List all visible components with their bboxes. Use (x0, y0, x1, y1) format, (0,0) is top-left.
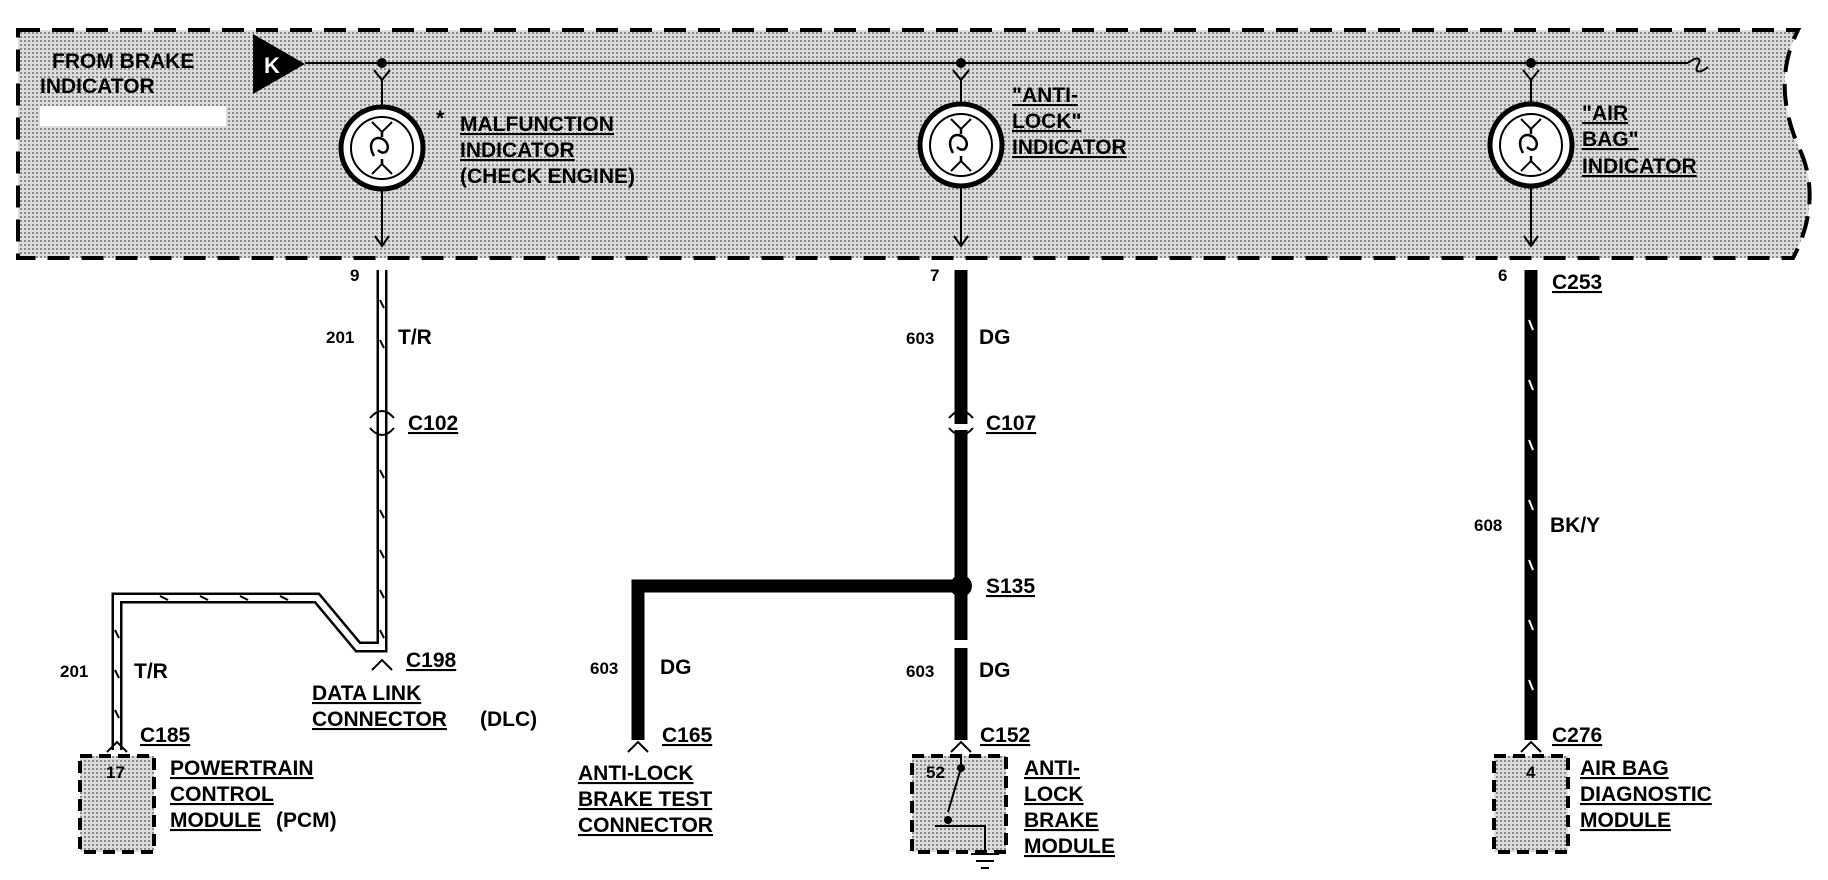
anti-lock-indicator-lamp (917, 58, 1005, 248)
wire-603-lower-color: DG (979, 659, 1011, 682)
c165-label: C165 (662, 724, 713, 747)
airbag-label-line2: DIAGNOSTIC (1580, 783, 1712, 806)
source-label-line2: INDICATOR (40, 75, 155, 98)
malfunction-asterisk: * (436, 107, 445, 130)
abs-module-label-line3: BRAKE (1024, 809, 1099, 832)
abs-module-label-line4: MODULE (1024, 835, 1115, 858)
malfunction-label-line3: (CHECK ENGINE) (460, 165, 635, 188)
label-blank-box (40, 106, 226, 126)
c152-connector-icon (950, 740, 972, 753)
instrument-cluster-box (16, 28, 1812, 260)
s135-label: S135 (986, 575, 1035, 598)
airbag-label-line1: AIR BAG (1580, 757, 1669, 780)
wire-603-upper-color: DG (979, 326, 1011, 349)
wire-201-upper-color: T/R (398, 326, 432, 349)
pcm-pin: 17 (106, 763, 125, 782)
malfunction-label-line2: INDICATOR (460, 139, 575, 162)
abs-module-label-line1: ANTI- (1024, 757, 1080, 780)
dlc-label-suffix: (DLC) (480, 708, 537, 731)
ground-icon (971, 840, 999, 869)
wire-603-upper-circuit: 603 (906, 329, 934, 348)
c198-connector-icon (371, 658, 393, 671)
air-bag-indicator-lamp (1487, 58, 1575, 248)
wire-201-lower-circuit: 201 (60, 662, 88, 681)
dlc-label-line1: DATA LINK (312, 682, 421, 705)
air-bag-label-line2: BAG" (1582, 128, 1639, 151)
source-letter: K (264, 53, 280, 78)
air-bag-pin: 6 (1498, 266, 1507, 285)
wire-608-bky (1524, 270, 1538, 740)
abs-test-label-line1: ANTI-LOCK (578, 762, 693, 785)
c107-label: C107 (986, 412, 1036, 435)
abs-test-label-line3: CONNECTOR (578, 814, 713, 837)
wire-608-color: BK/Y (1550, 514, 1600, 537)
abs-module-switch (935, 756, 986, 840)
c185-label: C185 (140, 724, 191, 747)
wire-608-circuit: 608 (1474, 516, 1502, 535)
c165-connector-icon (627, 740, 649, 753)
malfunction-indicator-lamp (338, 58, 426, 248)
abs-module-pin: 52 (926, 763, 945, 782)
pcm-label-line1: POWERTRAIN (170, 757, 314, 780)
air-bag-label-line1: "AIR (1582, 102, 1628, 125)
anti-lock-label-line2: LOCK" (1012, 110, 1081, 133)
pcm-label-line3: MODULE (170, 809, 261, 832)
c253-label: C253 (1552, 271, 1602, 294)
malfunction-pin: 9 (350, 266, 359, 285)
c152-label: C152 (980, 724, 1030, 747)
abs-module-label-line2: LOCK (1024, 783, 1084, 806)
anti-lock-pin: 7 (930, 266, 939, 285)
c276-label: C276 (1552, 724, 1602, 747)
c102-connector-icon (369, 410, 395, 436)
wire-603-branch-color: DG (660, 656, 692, 679)
c102-label: C102 (408, 412, 458, 435)
wire-603-dg (631, 270, 968, 740)
c185-connector-icon (106, 740, 128, 753)
c107-connector-icon (948, 410, 974, 436)
airbag-module-box (1492, 754, 1570, 854)
airbag-module-pin: 4 (1526, 763, 1536, 782)
wire-201-lower-color: T/R (134, 660, 168, 683)
abs-test-label-line2: BRAKE TEST (578, 788, 712, 811)
pcm-label-suffix: (PCM) (276, 809, 337, 832)
pcm-label-line2: CONTROL (170, 783, 274, 806)
air-bag-label-line3: INDICATOR (1582, 155, 1697, 178)
wire-201-upper-circuit: 201 (326, 328, 354, 347)
source-label-line1: FROM BRAKE (52, 50, 194, 73)
c276-connector-icon (1520, 740, 1542, 753)
wire-201-tr (111, 270, 388, 750)
source-triangle (253, 34, 305, 94)
bus-break-icon (1687, 57, 1709, 73)
wire-603-branch-circuit: 603 (590, 659, 618, 678)
s135-splice (950, 575, 972, 597)
c198-label: C198 (406, 649, 457, 672)
malfunction-label-line1: MALFUNCTION (460, 113, 614, 136)
airbag-label-line3: MODULE (1580, 809, 1671, 832)
dlc-label-line2: CONNECTOR (312, 708, 447, 731)
anti-lock-label-line3: INDICATOR (1012, 136, 1127, 159)
pcm-module-box (78, 754, 156, 854)
wire-603-lower-circuit: 603 (906, 662, 934, 681)
anti-lock-label-line1: "ANTI- (1012, 84, 1078, 107)
